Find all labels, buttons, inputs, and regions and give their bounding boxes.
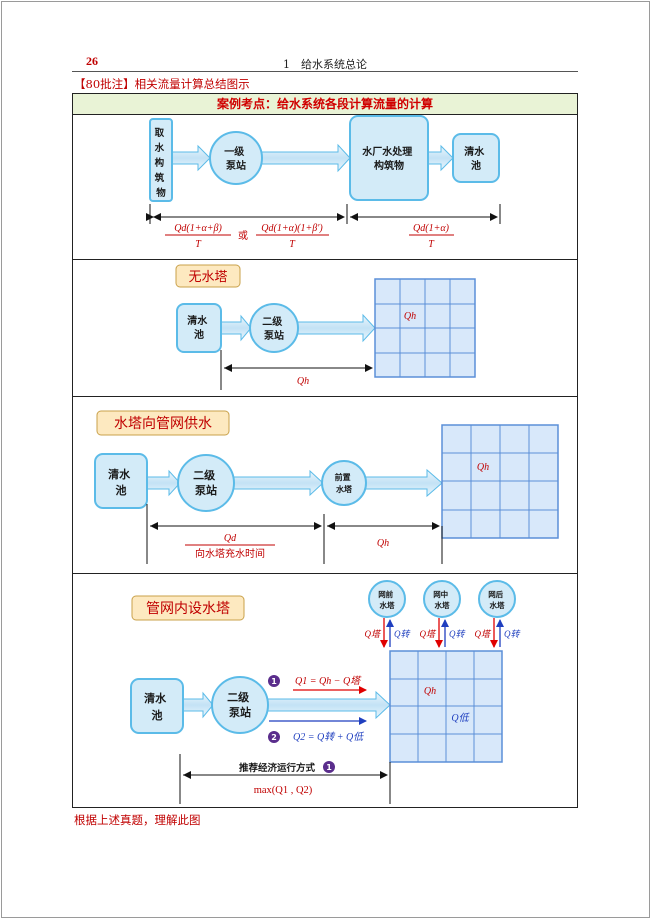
footer-note: 根据上述真题，理解此图 xyxy=(74,813,201,827)
pipe-arrow xyxy=(266,690,391,720)
pipe-network-grid xyxy=(441,424,559,539)
diagram-table: 案例考点：给水系统各段计算流量的计算 取 水 xyxy=(72,93,578,808)
formula-2-denominator: T xyxy=(289,239,296,250)
dimension-flow-label: Qh xyxy=(377,538,389,549)
callout-box xyxy=(131,595,245,621)
network-middle-tower-label: 网中 水塔 xyxy=(433,589,451,610)
intake-structure-label: 取 水 构 筑 物 xyxy=(155,128,168,199)
pipe-arrow xyxy=(261,143,351,173)
grid-low-flow-label: Q低 xyxy=(451,712,470,724)
network-front-tower-node xyxy=(368,580,406,618)
mode-2-number: 2 xyxy=(271,733,277,742)
pipe-arrow xyxy=(218,314,252,342)
panel-2: 无水塔 清水 池 二级 泵站 Qh xyxy=(175,264,476,390)
dimension-arrowhead xyxy=(224,364,232,372)
network-end-tower-node xyxy=(478,580,516,618)
tower-inflow-label: Q转 xyxy=(394,629,410,639)
tower-inflow-label: Q转 xyxy=(449,629,465,639)
pipe-arrow xyxy=(232,469,324,497)
network-end-tower-label: 网后 水塔 xyxy=(488,589,506,610)
second-pump-station-node xyxy=(177,454,235,512)
header-rule xyxy=(72,71,578,72)
treatment-plant-label: 水厂水处理 构筑物 xyxy=(361,145,415,172)
formula-2-numerator: Qd(1+α)(1+β′) xyxy=(261,223,323,234)
pipe-arrow xyxy=(354,468,443,498)
tower-fill-numerator: Qd xyxy=(224,533,237,544)
network-tower-label: 管网内设水塔 xyxy=(146,601,230,617)
recommended-mode-badge xyxy=(323,761,335,773)
clear-water-tank-node xyxy=(176,303,222,353)
second-pump-station-node xyxy=(211,676,269,734)
clear-water-tank-label: 清水 池 xyxy=(464,145,487,172)
tower-outflow-label: Q塔 xyxy=(475,629,492,639)
flow-diagram: 取 水 构 筑 物 一级 泵站 水厂水处理 构筑物 清水 池 xyxy=(94,115,559,804)
mode-1-badge xyxy=(268,675,280,687)
no-tower-label: 无水塔 xyxy=(188,270,227,285)
treatment-plant-node xyxy=(349,115,429,201)
intake-structure-node xyxy=(149,118,173,202)
panel-3: 水塔向管网供水 清水 池 二级 泵站 前置 水塔 xyxy=(94,410,559,564)
pipe-arrow xyxy=(182,691,214,719)
second-pump-station-node xyxy=(249,303,299,353)
callout-box xyxy=(96,410,230,436)
second-pump-station-label: 二级 泵站 xyxy=(193,468,219,497)
panel-4: 管网内设水塔 网前 水塔 网中 水塔 网后 水塔 xyxy=(130,580,520,804)
or-label: 或 xyxy=(238,230,248,242)
clear-water-tank-node xyxy=(452,133,500,183)
grid-flow-label: Qh xyxy=(404,311,416,322)
recommended-mode-number: 1 xyxy=(326,763,332,772)
row-separator-2 xyxy=(73,396,577,397)
first-pump-station-node xyxy=(209,131,263,185)
tower-fill-denominator: 向水塔充水时间 xyxy=(195,547,265,560)
tower-inflow-label: Q转 xyxy=(504,629,520,639)
second-pump-station-label: 二级 泵站 xyxy=(262,315,285,342)
tower-outflow-label: Q塔 xyxy=(365,629,382,639)
grid-flow-label: Qh xyxy=(477,462,489,473)
mode-1-equation: Q1 = Qh − Q塔 xyxy=(295,675,362,687)
table-title: 案例考点：给水系统各段计算流量的计算 xyxy=(73,94,577,115)
recommended-mode-label: 推荐经济运行方式 xyxy=(239,762,316,774)
mode-2-badge xyxy=(268,731,280,743)
formula-3-denominator: T xyxy=(428,239,435,250)
mode-2-equation: Q2 = Q转 + Q低 xyxy=(293,731,365,743)
annotation-heading: 【80批注】相关流量计算总结图示 xyxy=(74,77,250,91)
network-middle-tower-node xyxy=(423,580,461,618)
grid-flow-label: Qh xyxy=(424,686,436,697)
row-separator-1 xyxy=(73,259,577,260)
clear-water-tank-node xyxy=(130,678,184,734)
formula-3-numerator: Qd(1+α) xyxy=(413,223,450,234)
max-flow-expression: max(Q1 , Q2) xyxy=(254,785,313,796)
pipe-arrow xyxy=(296,313,376,343)
clear-water-tank-label: 清水 池 xyxy=(144,691,170,722)
panel-1: 取 水 构 筑 物 一级 泵站 水厂水处理 构筑物 清水 池 xyxy=(146,115,501,250)
pipe-arrow xyxy=(427,144,454,172)
chapter-title: 1 给水系统总论 xyxy=(283,58,367,71)
pipe-network-grid xyxy=(374,278,476,378)
row-separator-3 xyxy=(73,573,577,574)
pipe-arrow xyxy=(144,469,181,497)
dimension-arrowhead xyxy=(183,771,191,779)
second-pump-station-label: 二级 泵站 xyxy=(227,690,253,719)
front-water-tower-label: 前置 水塔 xyxy=(335,472,354,494)
network-front-tower-label: 网前 水塔 xyxy=(378,589,396,610)
callout-box xyxy=(175,264,241,288)
first-pump-station-label: 一级 泵站 xyxy=(224,145,247,172)
clear-water-tank-label: 清水 池 xyxy=(108,467,134,497)
page-number: 26 xyxy=(86,54,98,68)
pipe-network-grid xyxy=(389,650,503,763)
formula-1-denominator: T xyxy=(195,239,202,250)
clear-water-tank-label: 清水 池 xyxy=(187,314,210,341)
tower-outflow-label: Q塔 xyxy=(420,629,437,639)
tower-supply-label: 水塔向管网供水 xyxy=(114,416,212,432)
tower-flow-arrows xyxy=(380,618,504,648)
pipe-arrow xyxy=(169,144,211,172)
clear-water-tank-node xyxy=(94,453,148,509)
mode-1-number: 1 xyxy=(271,677,277,686)
front-water-tower-node xyxy=(321,460,367,506)
formula-1-numerator: Qd(1+α+β) xyxy=(174,223,222,234)
dimension-flow-label: Qh xyxy=(297,376,309,387)
